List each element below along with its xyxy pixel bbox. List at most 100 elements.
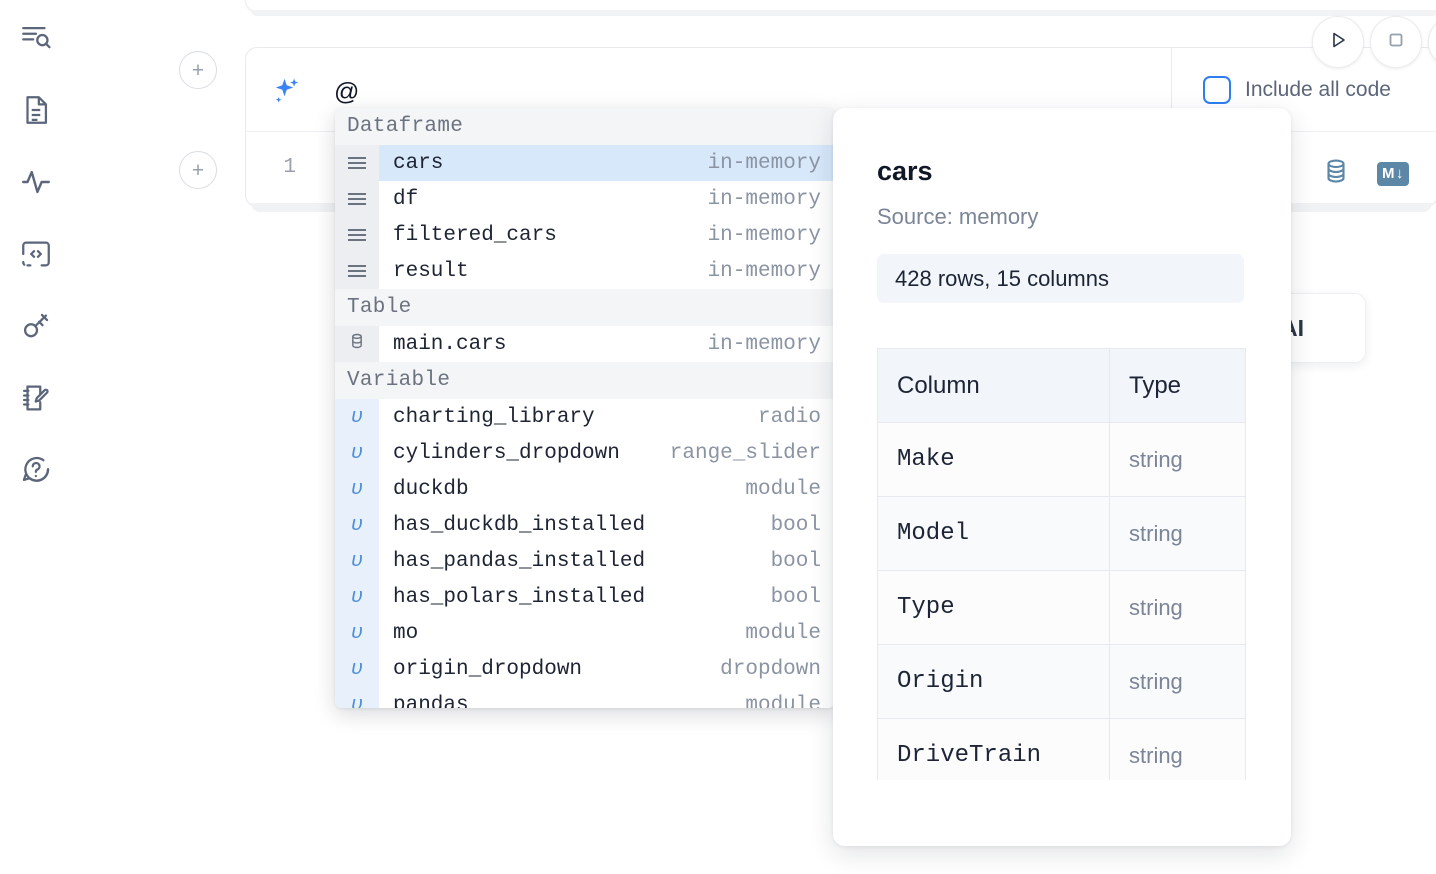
sidebar-item-explore[interactable] (12, 14, 60, 62)
sidebar-item-snippets[interactable] (12, 230, 60, 278)
run-button[interactable] (1312, 16, 1364, 68)
autocomplete-item-name: cylinders_dropdown (393, 441, 620, 465)
autocomplete-item-type: in-memory (707, 332, 821, 356)
stop-square-icon (1384, 28, 1408, 57)
autocomplete-item[interactable]: υ has_pandas_installed bool (335, 543, 835, 579)
dataframe-icon (348, 157, 366, 169)
line-number: 1 (283, 156, 296, 179)
autocomplete-item-type: bool (770, 513, 821, 537)
autocomplete-item-type: module (745, 477, 821, 501)
explore-icon (19, 21, 53, 55)
schema-column-name: Type (877, 570, 1110, 645)
file-icon (19, 93, 53, 127)
sidebar-item-help[interactable] (12, 446, 60, 494)
add-cell-below-button[interactable]: + (179, 151, 217, 189)
dataframe-icon (348, 265, 366, 277)
autocomplete-item-name: mo (393, 621, 419, 645)
autocomplete-item-name: has_pandas_installed (393, 549, 646, 573)
schema-column-type: string (1109, 496, 1246, 571)
symbol-detail-panel: cars Source: memory 428 rows, 15 columns… (833, 108, 1291, 846)
schema-type-header: Type (1109, 348, 1246, 423)
variable-icon: υ (335, 399, 379, 435)
variable-icon: υ (335, 435, 379, 471)
autocomplete-item-name: duckdb (393, 477, 469, 501)
ai-prompt-input[interactable] (334, 70, 1134, 114)
autocomplete-item-type: in-memory (707, 187, 821, 211)
play-icon (1326, 28, 1350, 57)
autocomplete-item[interactable]: cars in-memory (335, 145, 835, 181)
autocomplete-item[interactable]: df in-memory (335, 181, 835, 217)
autocomplete-item-name: pandas (393, 693, 469, 709)
stop-button[interactable] (1370, 16, 1422, 68)
schema-column-type: string (1109, 644, 1246, 719)
autocomplete-item-type: module (745, 693, 821, 709)
include-all-code-checkbox[interactable] (1203, 76, 1231, 104)
autocomplete-item-type: in-memory (707, 223, 821, 247)
autocomplete-item-name: has_duckdb_installed (393, 513, 646, 537)
autocomplete-group-header: Dataframe (335, 108, 835, 145)
sidebar-item-activity[interactable] (12, 158, 60, 206)
notebook-pencil-icon (19, 381, 53, 415)
ai-cell-divider (1171, 48, 1172, 132)
autocomplete-item-name: df (393, 187, 419, 211)
autocomplete-item-name: cars (393, 151, 444, 175)
dataframe-icon (348, 193, 366, 205)
dataframe-icon (348, 229, 366, 241)
autocomplete-item-type: bool (770, 585, 821, 609)
variable-icon: υ (335, 507, 379, 543)
detail-source: Source: memory (877, 204, 1039, 229)
database-icon[interactable] (1321, 156, 1351, 191)
ai-prompt-row (246, 48, 1171, 146)
add-cell-above-button[interactable]: + (179, 51, 217, 89)
autocomplete-item-name: has_polars_installed (393, 585, 646, 609)
autocomplete-item-name: main.cars (393, 332, 507, 356)
sidebar-item-secrets[interactable] (12, 302, 60, 350)
autocomplete-group-header: Table (335, 289, 835, 326)
help-chat-icon (19, 453, 53, 487)
autocomplete-item[interactable]: υ has_duckdb_installed bool (335, 507, 835, 543)
autocomplete-item-name: charting_library (393, 405, 595, 429)
schema-column-name: Model (877, 496, 1110, 571)
autocomplete-item-type: range_slider (669, 441, 821, 465)
markdown-icon[interactable]: M ↓ (1377, 161, 1409, 186)
variable-icon: υ (335, 543, 379, 579)
schema-table-header-row: Column Type (877, 348, 1246, 423)
autocomplete-item-type: bool (770, 549, 821, 573)
sidebar-item-files[interactable] (12, 86, 60, 134)
autocomplete-item-type: in-memory (707, 151, 821, 175)
include-all-code-toggle[interactable]: Include all code (1203, 76, 1391, 104)
sidebar-item-scratchpad[interactable] (12, 374, 60, 422)
schema-column-type: string (1109, 570, 1246, 645)
autocomplete-item-name: filtered_cars (393, 223, 557, 247)
schema-column-header: Column (877, 348, 1110, 423)
autocomplete-item-name: result (393, 259, 469, 283)
markdown-letter: M (1382, 164, 1395, 182)
code-brackets-icon (19, 237, 53, 271)
autocomplete-item[interactable]: υ cylinders_dropdown range_slider (335, 435, 835, 471)
schema-column-name: Make (877, 422, 1110, 497)
activity-icon (19, 165, 53, 199)
autocomplete-item[interactable]: filtered_cars in-memory (335, 217, 835, 253)
key-icon (19, 309, 53, 343)
include-all-code-label: Include all code (1245, 78, 1391, 101)
schema-column-name: Origin (877, 644, 1110, 719)
autocomplete-item[interactable]: main.cars in-memory (335, 326, 835, 362)
sidebar-rail (0, 0, 72, 874)
autocomplete-group-header: Variable (335, 362, 835, 399)
detail-title: cars (877, 156, 933, 186)
variable-icon: υ (335, 687, 379, 708)
cell-action-icons: M ↓ (1321, 156, 1409, 191)
